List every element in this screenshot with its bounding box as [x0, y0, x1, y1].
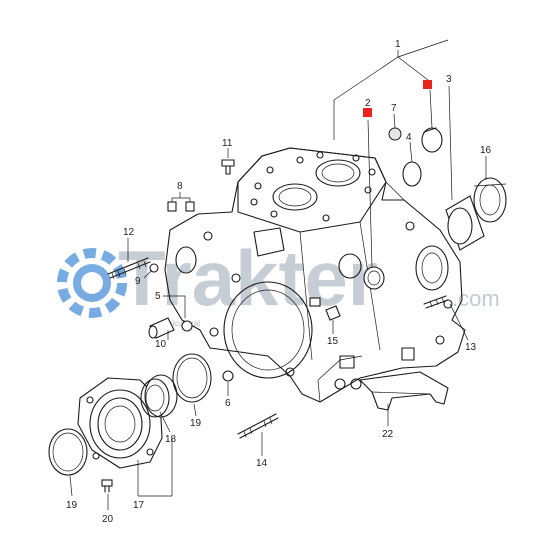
callout-8: 8: [177, 181, 183, 192]
callout-7: 7: [391, 103, 397, 114]
bolt: [221, 159, 235, 175]
callout-19-left: 19: [66, 500, 78, 511]
housing-plug: [363, 266, 385, 290]
plug: [325, 305, 341, 321]
callout-6: 6: [225, 398, 231, 409]
bolt: [101, 479, 113, 493]
callout-11: 11: [222, 138, 233, 149]
callout-22: 22: [382, 429, 394, 440]
support-bracket: [359, 371, 449, 411]
callout-17: 17: [133, 500, 145, 511]
callout-1: 1: [395, 39, 401, 50]
callout-20: 20: [102, 514, 114, 525]
gear-case-housing: [164, 147, 466, 403]
stud: [237, 413, 279, 439]
callout-19-right: 19: [190, 418, 202, 429]
callout-13: 13: [465, 342, 477, 353]
watermark: Trakter .com Agricultural: [57, 234, 500, 328]
stud: [107, 257, 151, 280]
highlight-marker: [363, 108, 372, 117]
watermark-tagline: Agricultural: [160, 319, 200, 328]
o-ring: [48, 428, 88, 476]
callout-14: 14: [256, 458, 268, 469]
callout-18: 18: [165, 434, 177, 445]
callout-4: 4: [406, 132, 412, 143]
sealing-ring: [402, 161, 422, 187]
watermark-suffix: .com: [452, 286, 500, 311]
callout-16: 16: [480, 145, 492, 156]
callout-12: 12: [123, 227, 135, 238]
callout-3: 3: [446, 74, 452, 85]
callout-labels: 1 2 3 4 5 6 7 8 9 10 11 12 13 14 15 16 1…: [66, 39, 492, 525]
callout-5: 5: [155, 291, 161, 302]
small-plug: [388, 127, 402, 141]
callout-9: 9: [135, 276, 141, 287]
bearing-sleeve: [445, 177, 507, 251]
leader-lines: [69, 39, 487, 510]
callout-2: 2: [365, 98, 371, 109]
callout-15: 15: [327, 336, 339, 347]
bushing: [148, 317, 193, 339]
oil-seal: [140, 374, 178, 418]
o-ring: [172, 353, 212, 403]
stud: [423, 295, 449, 309]
watermark-brand: Trakter: [118, 234, 378, 322]
bolt: [309, 297, 321, 307]
front-cover: [77, 377, 163, 469]
cup-plug: [421, 127, 443, 153]
callout-10: 10: [155, 339, 167, 350]
highlight-marker: [423, 80, 432, 89]
drain-plug: [222, 370, 234, 382]
dowel-pin: [167, 201, 195, 212]
gear-icon: [57, 248, 127, 318]
